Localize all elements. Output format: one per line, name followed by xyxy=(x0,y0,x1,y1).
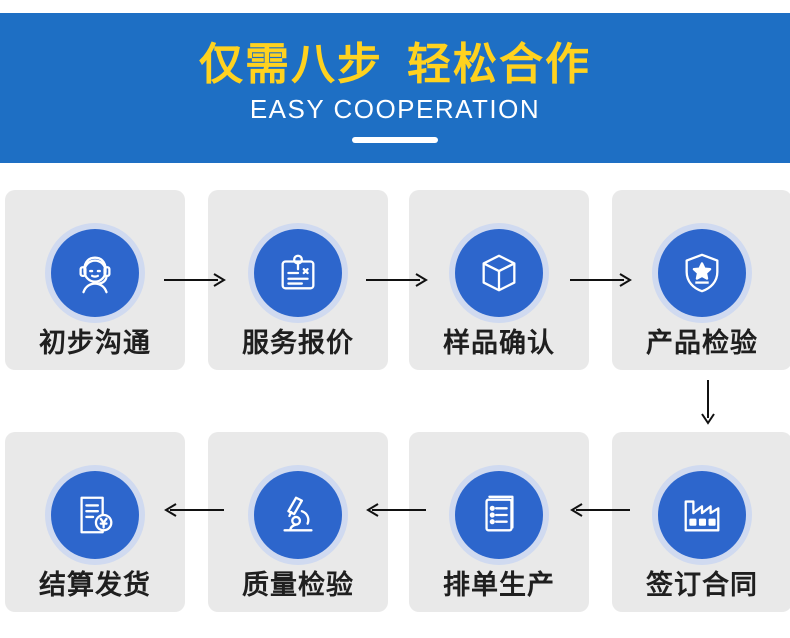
title-part-1: 仅需八步 xyxy=(199,39,383,90)
step-card-5: 签订合同 xyxy=(612,432,790,612)
arrow-right-icon xyxy=(570,273,632,287)
step-label: 排单生产 xyxy=(443,570,555,601)
step-label: 初步沟通 xyxy=(39,328,151,359)
step-card-7: 质量检验 xyxy=(208,432,388,612)
step-icon-ring xyxy=(652,465,752,565)
list-document-icon xyxy=(485,495,514,532)
step-label: 产品检验 xyxy=(646,328,758,359)
box-icon xyxy=(482,254,516,292)
microscope-icon xyxy=(283,496,313,532)
step-icon-ring xyxy=(449,465,549,565)
title-part-2: 轻松合作 xyxy=(407,39,591,90)
arrow-left-icon xyxy=(164,503,224,517)
step-label: 服务报价 xyxy=(242,328,354,359)
step-label: 样品确认 xyxy=(443,328,555,359)
step-card-2: 服务报价 xyxy=(208,190,388,370)
arrow-left-icon xyxy=(570,503,630,517)
step-label: 签订合同 xyxy=(646,570,758,601)
step-icon-ring xyxy=(248,223,348,323)
step-icon-ring xyxy=(652,223,752,323)
step-icon-ring xyxy=(449,223,549,323)
page-subtitle: EASY COOPERATION xyxy=(249,94,541,124)
step-card-6: 排单生产 xyxy=(409,432,589,612)
shield-star-icon xyxy=(685,253,719,293)
step-card-3: 样品确认 xyxy=(409,190,589,370)
step-card-1: 初步沟通 xyxy=(5,190,185,370)
title-underline xyxy=(352,137,438,143)
step-card-4: 产品检验 xyxy=(612,190,790,370)
step-label: 质量检验 xyxy=(242,570,354,601)
headset-person-icon xyxy=(79,256,111,294)
factory-icon xyxy=(684,500,720,532)
invoice-yen-icon xyxy=(80,496,113,534)
arrow-down-icon xyxy=(701,380,715,425)
step-icon-ring xyxy=(45,465,145,565)
step-icon-ring xyxy=(248,465,348,565)
page-title: 仅需八步轻松合作 xyxy=(0,28,790,92)
price-card-icon xyxy=(281,254,315,290)
step-card-8: 结算发货 xyxy=(5,432,185,612)
arrow-right-icon xyxy=(366,273,428,287)
step-icon-ring xyxy=(45,223,145,323)
step-label: 结算发货 xyxy=(39,570,151,601)
arrow-right-icon xyxy=(164,273,226,287)
arrow-left-icon xyxy=(366,503,426,517)
